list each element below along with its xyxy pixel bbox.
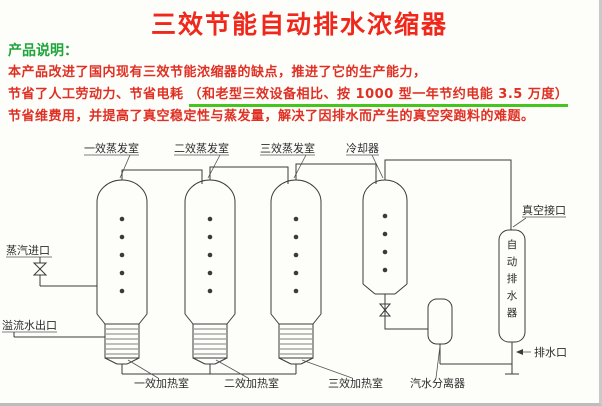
valve-icon <box>32 262 48 276</box>
description-line-1: 本产品改进了国内现有三效节能浓缩器的缺点，推进了它的生产能力， <box>8 65 427 80</box>
auto-drain-char-5: 器 <box>507 307 518 319</box>
heater-1-label: 一效加热室 <box>134 376 189 390</box>
auto-drain-char-4: 水 <box>507 290 518 302</box>
description-line-2-underlined: （和老型三效设备相比、按 1000 型一年节约电能 3.5 万度） <box>188 87 569 107</box>
evaporator-2-vessel <box>184 166 289 365</box>
arrow-left-icon <box>516 349 523 355</box>
description-line-3: 节省维费用，并提高了真空稳定性与蒸发量，解决了因排水而产生的真空突跑料的难题。 <box>8 109 535 124</box>
bottom-labels: 一效加热室 二效加热室 三效加热室 汽水分离器 <box>127 345 465 390</box>
evaporator-2-label: 二效蒸发室 <box>174 141 229 155</box>
evaporator-3-label: 三效蒸发室 <box>260 141 315 155</box>
heater-2-label: 二效加热室 <box>224 376 279 390</box>
drain-outlet: 排水口 <box>516 345 567 359</box>
valve-icon <box>378 303 392 317</box>
vacuum-port: 真空接口 <box>512 203 566 228</box>
description-line-2: 节省了人工劳动力、节省电耗 （和老型三效设备相比、按 1000 型一年节约电能 … <box>8 83 569 107</box>
evaporator-3-vessel <box>270 163 377 365</box>
auto-drain-device: 自 动 排 水 器 <box>498 229 526 375</box>
equipment-diagram: 一效蒸发室 二效蒸发室 三效蒸发室 冷却器 <box>2 141 567 390</box>
steam-inlet-label: 蒸汽进口 <box>6 243 50 257</box>
steam-inlet: 蒸汽进口 <box>6 243 97 287</box>
vapor-pipe-2-3 <box>209 166 289 184</box>
overflow-outlet: 溢流水出口 <box>2 318 105 338</box>
overflow-outlet-label: 溢流水出口 <box>2 318 57 332</box>
vapor-pipe-3-cooler <box>295 163 377 184</box>
evaporator-1-vessel <box>96 169 203 365</box>
evaporator-1-label: 一效蒸发室 <box>84 141 139 155</box>
vacuum-port-label: 真空接口 <box>522 203 566 217</box>
auto-drain-char-2: 动 <box>507 256 518 268</box>
top-labels: 一效蒸发室 二效蒸发室 三效蒸发室 冷却器 <box>84 141 384 179</box>
vacuum-pipe <box>384 159 512 230</box>
page-title: 三效节能自动排水浓缩器 <box>150 10 448 39</box>
auto-drain-char-3: 排 <box>507 272 518 285</box>
heater-3-label: 三效加热室 <box>328 376 383 390</box>
vapor-pipe-1-2 <box>121 169 203 184</box>
separator-label: 汽水分离器 <box>410 376 465 390</box>
drain-outlet-label: 排水口 <box>534 345 567 359</box>
auto-drain-char-1: 自 <box>507 238 518 251</box>
cooler-to-separator-pipe <box>384 294 428 330</box>
cooler-label: 冷却器 <box>346 142 379 155</box>
cooler-vessel <box>362 159 512 330</box>
description-line-2-text: 节省了人工劳动力、节省电耗 <box>8 87 189 102</box>
product-description-label: 产品说明： <box>8 43 78 59</box>
